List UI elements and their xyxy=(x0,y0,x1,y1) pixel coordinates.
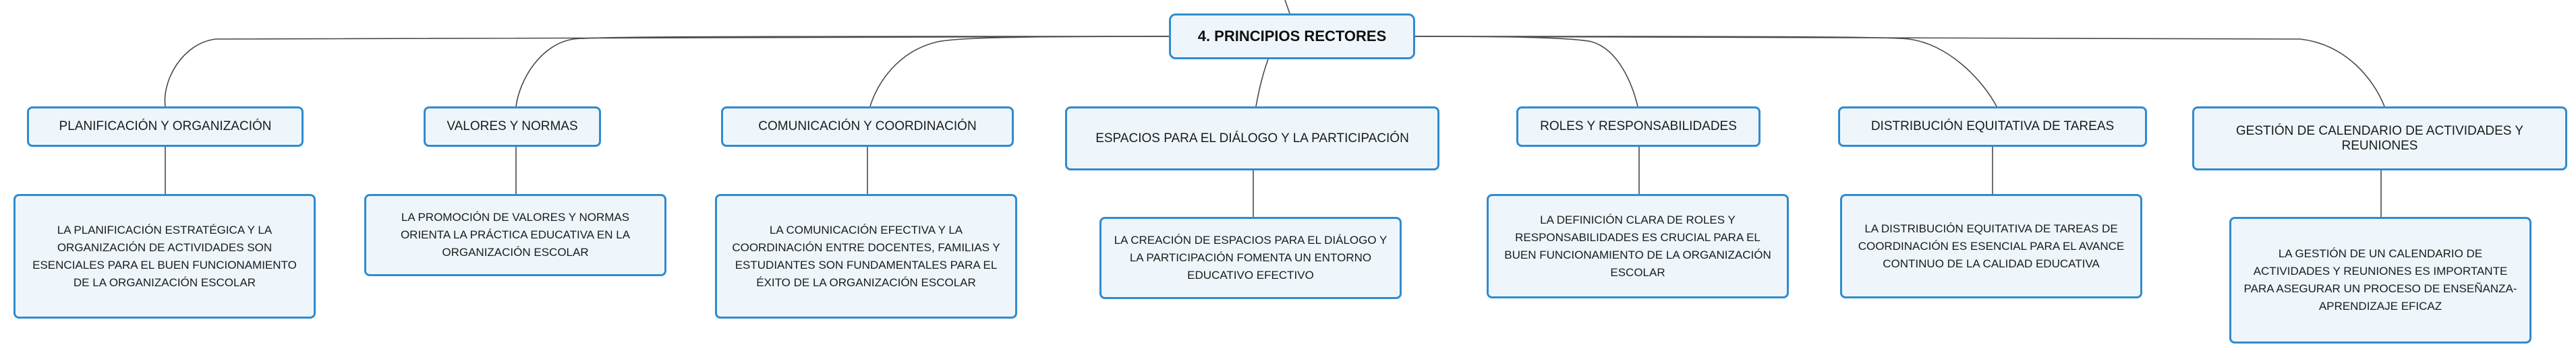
connector-root-topic-6 xyxy=(1414,36,1997,107)
connector-root-topic-5 xyxy=(1414,36,1638,107)
topic-label: DISTRIBUCIÓN EQUITATIVA DE TAREAS xyxy=(1870,119,2115,133)
topic-node-espacios[interactable]: ESPACIOS PARA EL DIÁLOGO Y LA PARTICIPAC… xyxy=(1065,106,1439,170)
detail-text: LA COMUNICACIÓN EFECTIVA Y LA COORDINACI… xyxy=(732,223,1000,289)
root-node-label: 4. PRINCIPIOS RECTORES xyxy=(1197,28,1387,44)
connector-root-topic-7 xyxy=(1414,36,2385,107)
detail-text: LA CREACIÓN DE ESPACIOS PARA EL DIÁLOGO … xyxy=(1114,234,1387,282)
detail-text: LA PLANIFICACIÓN ESTRATÉGICA Y LA ORGANI… xyxy=(32,223,297,289)
topic-node-planificacion[interactable]: PLANIFICACIÓN Y ORGANIZACIÓN xyxy=(27,106,304,147)
topic-node-distribucion[interactable]: DISTRIBUCIÓN EQUITATIVA DE TAREAS xyxy=(1838,106,2147,147)
detail-node-comunicacion[interactable]: LA COMUNICACIÓN EFECTIVA Y LA COORDINACI… xyxy=(715,194,1017,319)
connector-root-topic-3 xyxy=(869,36,1170,107)
root-node[interactable]: 4. PRINCIPIOS RECTORES xyxy=(1169,13,1415,59)
detail-node-planificacion[interactable]: LA PLANIFICACIÓN ESTRATÉGICA Y LA ORGANI… xyxy=(13,194,316,319)
topic-label: ESPACIOS PARA EL DIÁLOGO Y LA PARTICIPAC… xyxy=(1095,131,1409,145)
connector-root-topic-1 xyxy=(164,36,1170,107)
topic-node-gestion[interactable]: GESTIÓN DE CALENDARIO DE ACTIVIDADES Y R… xyxy=(2192,106,2567,170)
detail-node-gestion[interactable]: LA GESTIÓN DE UN CALENDARIO DE ACTIVIDAD… xyxy=(2229,217,2531,344)
detail-text: LA DEFINICIÓN CLARA DE ROLES Y RESPONSAB… xyxy=(1504,213,1771,279)
topic-label: GESTIÓN DE CALENDARIO DE ACTIVIDADES Y R… xyxy=(2235,123,2524,153)
detail-node-valores[interactable]: LA PROMOCIÓN DE VALORES Y NORMAS ORIENTA… xyxy=(364,194,666,276)
topic-node-comunicacion[interactable]: COMUNICACIÓN Y COORDINACIÓN xyxy=(721,106,1014,147)
topic-label: VALORES Y NORMAS xyxy=(447,119,578,133)
detail-text: LA DISTRIBUCIÓN EQUITATIVA DE TAREAS DE … xyxy=(1858,222,2125,270)
connector-root-parent xyxy=(1284,0,1290,14)
topic-node-valores[interactable]: VALORES Y NORMAS xyxy=(424,106,601,147)
connector-root-topic-2 xyxy=(515,36,1170,107)
topic-label: COMUNICACIÓN Y COORDINACIÓN xyxy=(758,119,977,133)
topic-label: PLANIFICACIÓN Y ORGANIZACIÓN xyxy=(59,119,272,133)
detail-node-espacios[interactable]: LA CREACIÓN DE ESPACIOS PARA EL DIÁLOGO … xyxy=(1099,217,1402,299)
connector-root-topic-4 xyxy=(1255,59,1269,107)
topic-node-roles[interactable]: ROLES Y RESPONSABILIDADES xyxy=(1516,106,1761,147)
detail-node-roles[interactable]: LA DEFINICIÓN CLARA DE ROLES Y RESPONSAB… xyxy=(1487,194,1789,298)
detail-node-distribucion[interactable]: LA DISTRIBUCIÓN EQUITATIVA DE TAREAS DE … xyxy=(1840,194,2142,298)
detail-text: LA GESTIÓN DE UN CALENDARIO DE ACTIVIDAD… xyxy=(2243,247,2517,313)
detail-text: LA PROMOCIÓN DE VALORES Y NORMAS ORIENTA… xyxy=(400,211,631,259)
topic-label: ROLES Y RESPONSABILIDADES xyxy=(1540,119,1737,133)
